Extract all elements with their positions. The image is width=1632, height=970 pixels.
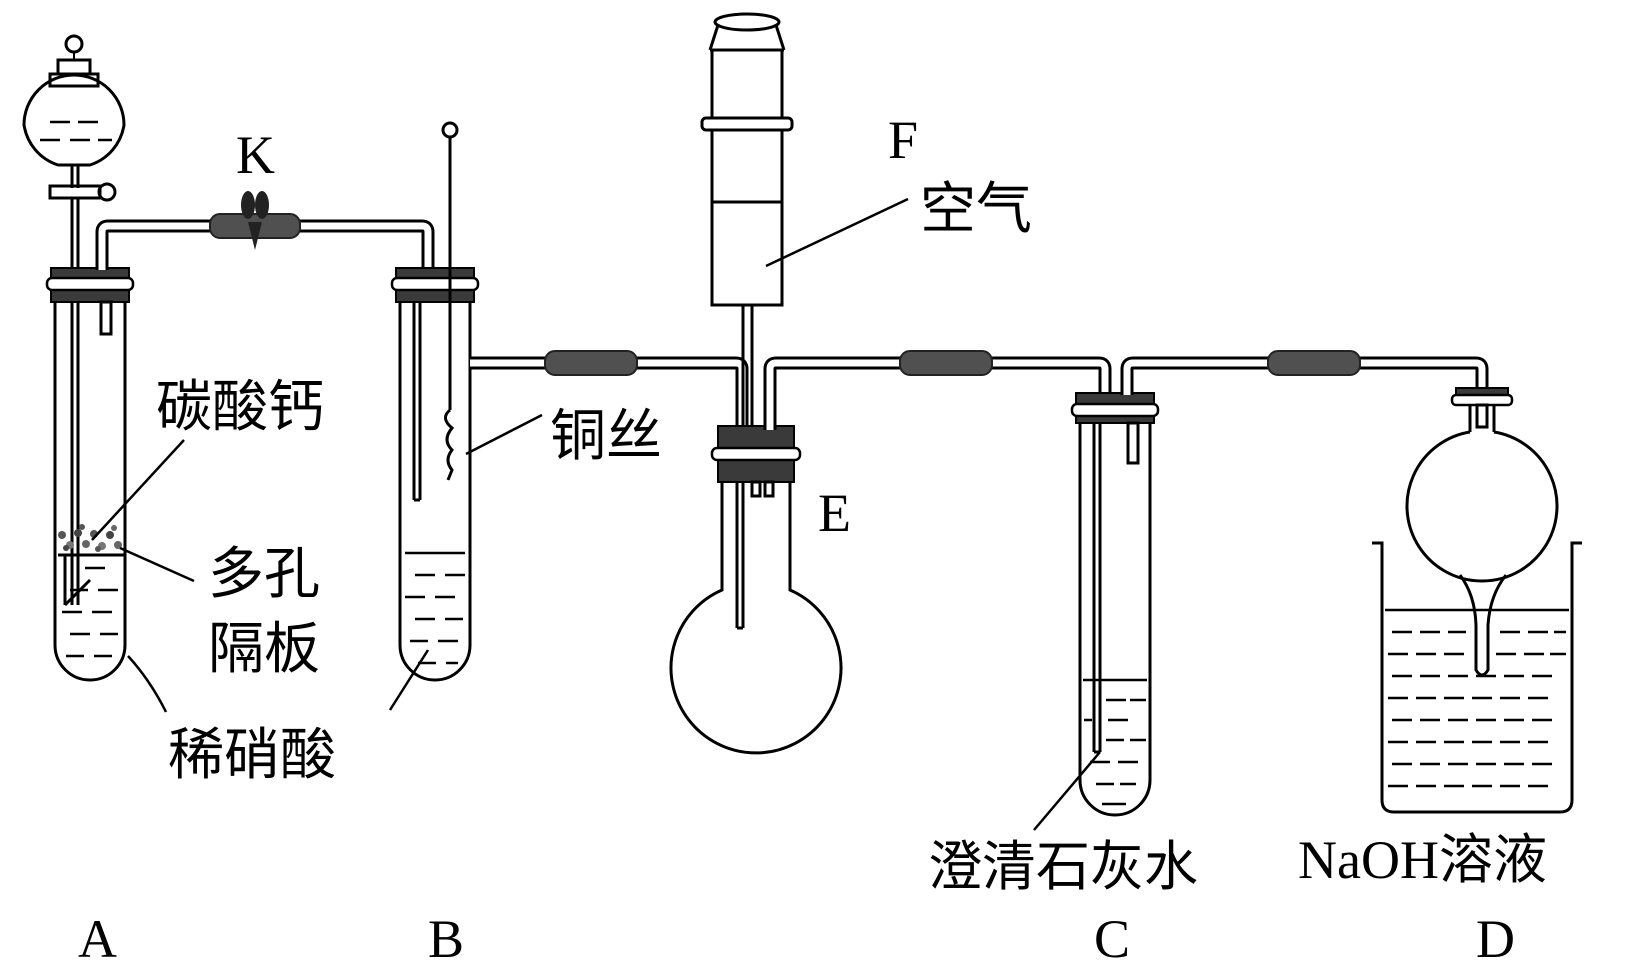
leader-lines: [91, 197, 1101, 831]
label-a: A: [78, 909, 117, 969]
label-dilute-nitric-acid: 稀硝酸: [168, 723, 336, 788]
label-porous-plate-2: 隔板: [208, 617, 320, 682]
label-b: B: [428, 909, 464, 969]
nitric-acid-liquid-a: [62, 566, 118, 658]
flask-e: [669, 425, 843, 755]
label-naoh-solution: NaOH溶液: [1298, 830, 1547, 890]
pipe-e-to-c: [763, 350, 1112, 430]
label-c: C: [1094, 909, 1130, 969]
label-copper-wire: 铜丝: [550, 404, 662, 469]
syringe-f: [700, 12, 794, 430]
label-calcium-carbonate: 碳酸钙: [156, 375, 324, 440]
test-tube-b: [390, 121, 480, 682]
separatory-funnel: [22, 34, 126, 270]
label-e: E: [818, 483, 851, 543]
test-tube-c: [1070, 392, 1160, 817]
nitric-acid-liquid-b: [405, 551, 465, 665]
limewater-liquid: [1083, 678, 1147, 806]
clamp-k: [241, 191, 269, 250]
label-k: K: [236, 125, 275, 185]
label-limewater: 澄清石灰水: [928, 835, 1198, 898]
label-air: 空气: [920, 177, 1032, 242]
beaker-d: [1372, 541, 1582, 814]
label-d: D: [1476, 909, 1515, 969]
label-porous-plate-1: 多孔: [208, 542, 320, 607]
calcium-carbonate-granules: [58, 524, 122, 552]
inverted-bulb-funnel: [1405, 387, 1559, 677]
pipe-a-to-b: [95, 213, 435, 270]
label-f: F: [888, 110, 918, 170]
pipe-c-to-d: [1120, 350, 1489, 395]
test-tube-a: [45, 267, 135, 682]
naoh-liquid: [1385, 608, 1569, 788]
